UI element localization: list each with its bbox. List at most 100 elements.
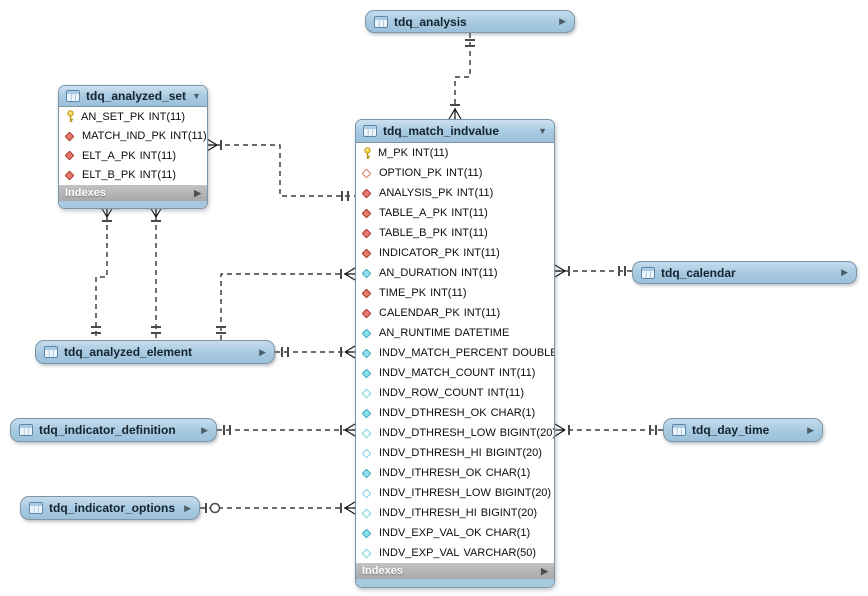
column-type: BIGINT(20) (499, 427, 555, 439)
collapse-table-icon[interactable]: ▼ (192, 90, 201, 101)
table-icon (44, 346, 58, 358)
column-name: INDV_ROW_COUNT (379, 387, 484, 399)
table-header[interactable]: tdq_analyzed_set ▼ (59, 86, 207, 107)
cardinality-one-marker (281, 347, 289, 357)
nullable-column-icon (361, 488, 372, 498)
cardinality-zero-or-one-marker (205, 502, 221, 514)
primary-key-icon (361, 146, 373, 160)
table-title: tdq_analyzed_set (86, 89, 187, 103)
column-name: INDV_ITHRESH_OK (379, 467, 482, 479)
cardinality-one-marker (465, 39, 475, 47)
table-tdq_indicator_definition[interactable]: tdq_indicator_definition ▶ (10, 418, 217, 442)
table-icon (29, 502, 43, 514)
foreign-key-icon (361, 288, 372, 298)
foreign-key-icon (361, 308, 372, 318)
expand-table-icon[interactable]: ▶ (559, 16, 566, 26)
nullable-column-icon (361, 428, 372, 438)
cardinality-one-marker (151, 326, 161, 334)
column-name: ELT_A_PK (82, 149, 136, 162)
cardinality-many-marker (340, 345, 356, 359)
cardinality-many-marker (554, 264, 570, 278)
table-tdq_analysis[interactable]: tdq_analysis▶ (365, 10, 575, 33)
expand-table-icon[interactable]: ▶ (841, 267, 848, 277)
relationship-line-analysis_to_match[interactable] (454, 33, 471, 119)
nullable-column-icon (361, 448, 372, 458)
nullable-foreign-key-icon (361, 168, 372, 178)
table-icon (672, 424, 686, 436)
column-type: VARCHAR(50) (463, 547, 537, 559)
column-name: TABLE_A_PK (379, 207, 448, 219)
relationship-line-analyzed_set_to_element_a[interactable] (95, 207, 108, 340)
table-icon (66, 90, 80, 102)
table-title: tdq_match_indvalue (383, 124, 500, 138)
column-name: OPTION_PK (379, 167, 442, 179)
column-name: AN_SET_PK (81, 110, 145, 123)
table-icon (641, 266, 655, 279)
cardinality-many-marker (340, 423, 356, 437)
column-type: CHAR(1) (485, 527, 531, 539)
foreign-key-icon (64, 170, 75, 181)
foreign-key-icon (361, 208, 372, 218)
table-tdq_analyzed_element[interactable]: tdq_analyzed_element▶ (35, 340, 275, 364)
table-tdq_day_time[interactable]: tdq_day_time▶ (663, 418, 823, 442)
indexes-label: Indexes (65, 187, 106, 199)
expand-table-icon[interactable]: ▶ (259, 346, 266, 357)
indexes-section[interactable]: Indexes ▶ (59, 185, 207, 201)
table-icon (374, 15, 388, 28)
relationship-line-analyzed_set_to_match[interactable] (207, 144, 355, 197)
cardinality-one-marker (216, 326, 226, 334)
expand-table-icon[interactable]: ▶ (184, 502, 191, 513)
cardinality-many-marker (340, 267, 356, 281)
expand-indexes-icon[interactable]: ▶ (194, 187, 201, 198)
column-type: INT(11) (463, 247, 500, 259)
table-title: tdq_indicator_definition (39, 423, 176, 437)
table-icon (363, 125, 377, 137)
column-icon (361, 368, 372, 378)
indexes-label: Indexes (362, 565, 403, 577)
column-name: ANALYSIS_PK (379, 187, 453, 199)
table-icon (19, 424, 33, 436)
relationship-line-element_to_match_a[interactable] (220, 273, 355, 340)
collapse-table-icon[interactable]: ▼ (538, 125, 547, 136)
column-name: INDV_DTHRESH_HI (379, 447, 482, 459)
column-name: INDICATOR_PK (379, 247, 460, 259)
table-header[interactable]: tdq_match_indvalue ▼ (356, 120, 554, 143)
table-tdq_indicator_options[interactable]: tdq_indicator_options▶ (20, 496, 200, 520)
expand-table-icon[interactable]: ▶ (201, 424, 208, 435)
expand-indexes-icon[interactable]: ▶ (541, 565, 548, 576)
table-tdq_calendar[interactable]: tdq_calendar▶ (632, 261, 857, 284)
indexes-section[interactable]: Indexes ▶ (356, 563, 554, 579)
cardinality-many-marker (554, 423, 570, 437)
expand-table-icon[interactable]: ▶ (807, 424, 814, 435)
column-type: CHAR(1) (490, 407, 536, 419)
cardinality-one-marker (341, 191, 349, 201)
